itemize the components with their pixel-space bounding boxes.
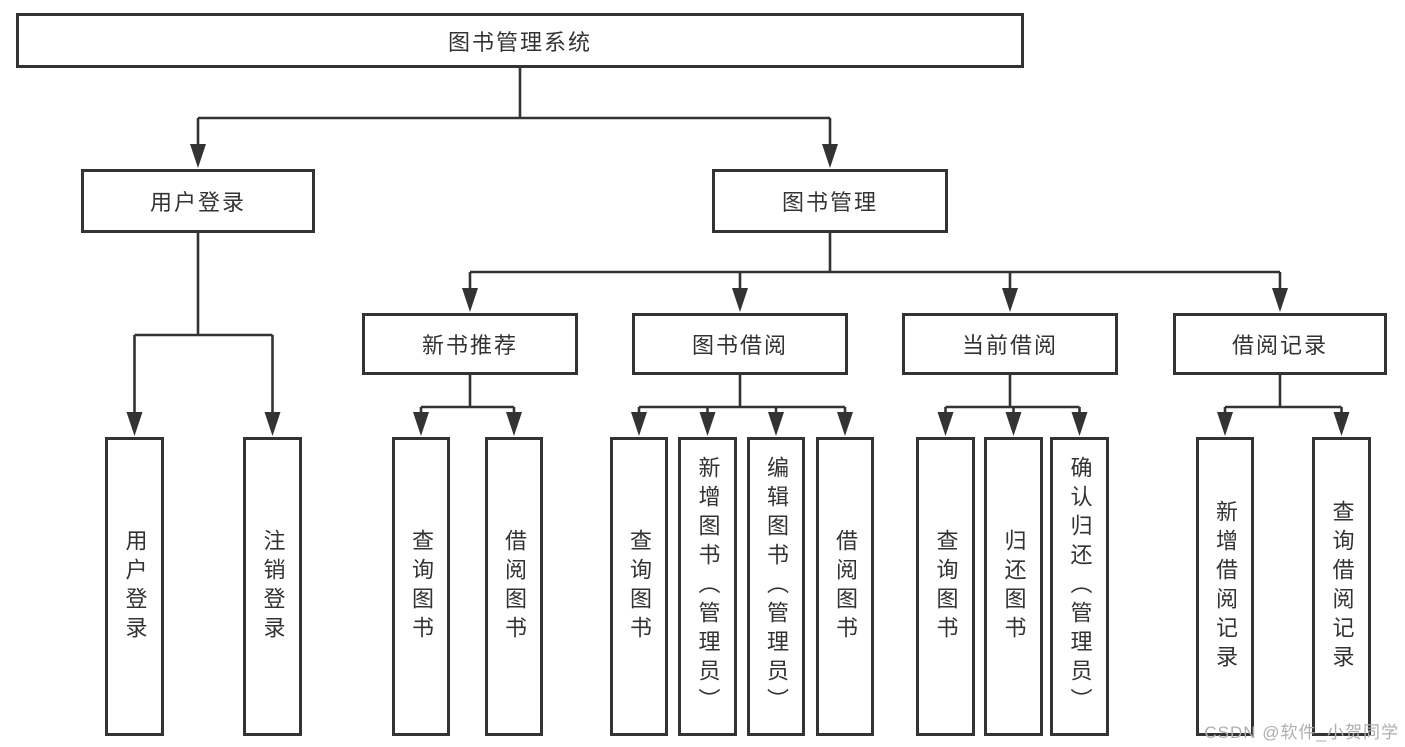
leaf-label: 借阅图书: [502, 528, 527, 645]
node-root-system: 图书管理系统: [16, 13, 1024, 68]
arrowheads: [126, 144, 1350, 436]
leaf-label: 查询图书: [627, 528, 652, 645]
leaf-label: 查询图书: [933, 528, 959, 645]
leaf-label: 确认归还（管理员）: [1067, 456, 1093, 717]
leaf-label: 新增借阅记录: [1213, 499, 1238, 674]
leaf-add-books-admin: 新增图书（管理员）: [678, 437, 737, 736]
node-borrowing-records: 借阅记录: [1173, 313, 1387, 375]
leaf-label: 借阅图书: [833, 528, 858, 645]
node-label: 图书借阅: [691, 333, 788, 358]
leaf-query-books-current: 查询图书: [916, 437, 975, 736]
leaf-user-login: 用户登录: [105, 437, 164, 736]
node-label: 图书管理系统: [447, 29, 592, 55]
leaf-label: 归还图书: [1001, 528, 1027, 645]
node-label: 借阅记录: [1231, 333, 1328, 358]
node-book-borrowing: 图书借阅: [632, 313, 848, 375]
leaf-label: 注销登录: [260, 528, 286, 645]
leaf-logout: 注销登录: [243, 437, 302, 736]
leaf-label: 查询借阅记录: [1329, 499, 1355, 674]
leaf-borrow-books-recommend: 借阅图书: [485, 437, 543, 736]
node-label: 当前借阅: [961, 333, 1058, 358]
leaf-query-borrow-record: 查询借阅记录: [1312, 437, 1371, 736]
leaf-confirm-return-admin: 确认归还（管理员）: [1050, 437, 1109, 736]
node-book-management: 图书管理: [712, 169, 948, 233]
leaf-edit-books-admin: 编辑图书（管理员）: [747, 437, 805, 736]
node-label: 图书管理: [781, 190, 878, 215]
leaf-label: 用户登录: [122, 528, 148, 645]
node-new-book-recommend: 新书推荐: [362, 313, 578, 375]
leaf-add-borrow-record: 新增借阅记录: [1196, 437, 1254, 736]
node-label: 用户登录: [149, 190, 246, 215]
csdn-watermark: CSDN @软件_小贺同学: [1204, 723, 1399, 742]
leaf-query-books-borrowing: 查询图书: [610, 437, 668, 736]
leaf-label: 查询图书: [409, 528, 434, 645]
node-current-borrowing: 当前借阅: [902, 313, 1118, 375]
node-label: 新书推荐: [421, 333, 518, 358]
leaf-borrow-books: 借阅图书: [816, 437, 874, 736]
leaf-label: 编辑图书（管理员）: [764, 456, 789, 717]
leaf-query-books-recommend: 查询图书: [392, 437, 450, 736]
node-user-login: 用户登录: [81, 169, 315, 233]
leaf-return-books: 归还图书: [984, 437, 1043, 736]
leaf-label: 新增图书（管理员）: [695, 456, 721, 717]
